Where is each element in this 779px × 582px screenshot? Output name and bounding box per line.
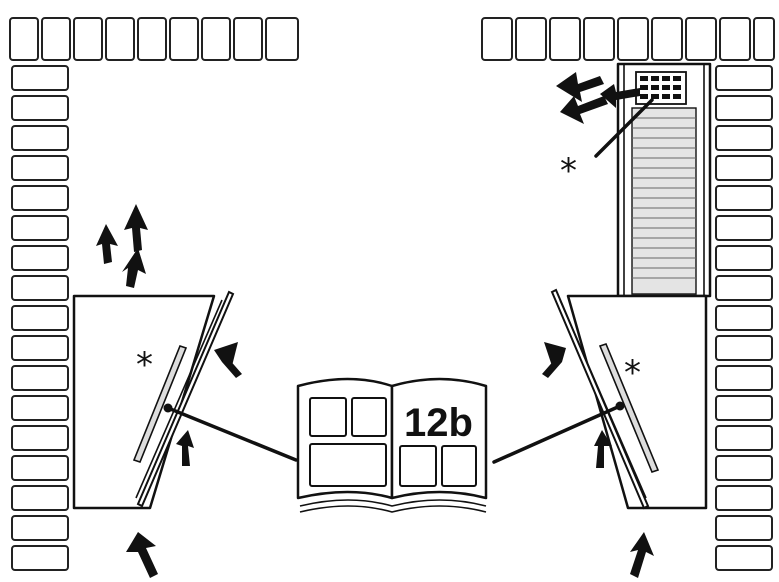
airflow-arrow-icon (560, 96, 608, 124)
airflow-arrow-icon (176, 430, 194, 466)
airflow-arrow-icon (124, 204, 148, 252)
airflow-arrow-icon (630, 532, 654, 578)
right-wall-side-bricks (715, 65, 773, 571)
grille-leader-line (594, 98, 654, 158)
right-wall-top-bricks (481, 17, 775, 61)
ventilation-grille (635, 71, 687, 105)
right-appliance-marker: * (624, 353, 641, 393)
manual-page-label: 12b (404, 401, 473, 445)
airflow-arrow-icon (96, 224, 118, 264)
left-appliance-marker: * (136, 345, 153, 385)
left-wall-side-bricks (11, 65, 69, 571)
open-manual-icon: 12b (296, 377, 488, 513)
left-corner-appliance (72, 290, 235, 510)
airflow-arrow-icon (556, 72, 604, 102)
airflow-arrow-icon (214, 342, 242, 378)
grille-marker: * (560, 151, 577, 191)
left-door-panel (136, 290, 235, 508)
airflow-arrow-icon (542, 342, 566, 378)
right-wall (481, 17, 775, 571)
left-side-panel (132, 345, 188, 463)
right-door-panel (550, 288, 650, 510)
airflow-arrow-icon (600, 84, 640, 108)
left-wall-top-bricks (9, 17, 299, 61)
airflow-arrow-icon (126, 532, 158, 578)
airflow-arrow-icon (122, 248, 146, 288)
airflow-arrows (96, 72, 654, 578)
tall-column-cabinet (616, 62, 712, 298)
right-leader-line (492, 404, 622, 464)
left-leader-line (166, 406, 298, 462)
airflow-arrow-icon (594, 430, 612, 468)
cabinet-slats (632, 117, 696, 279)
right-side-panel (598, 343, 660, 473)
left-wall (9, 17, 299, 571)
cabinet-louvred-panel (631, 107, 697, 295)
right-corner-appliance (550, 288, 708, 510)
